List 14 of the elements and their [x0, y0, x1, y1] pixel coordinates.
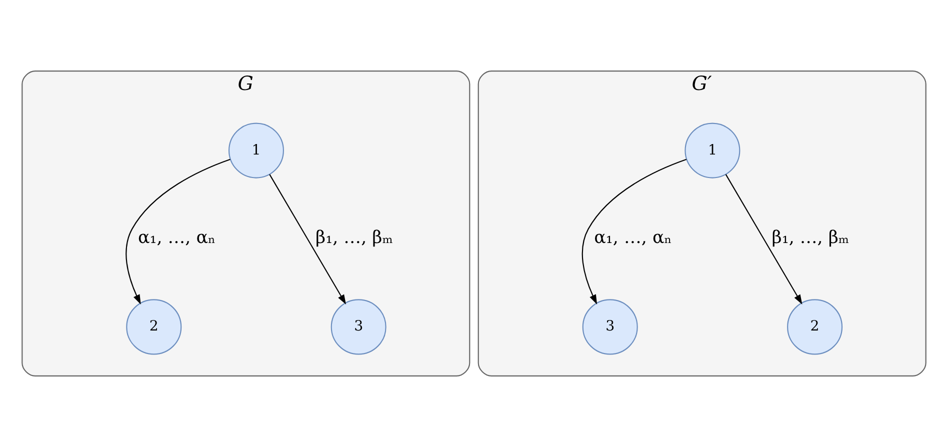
arrow [725, 174, 802, 304]
arrow [269, 174, 346, 304]
node-circle: 1 [228, 122, 284, 178]
arrow [126, 158, 230, 304]
node-circle: 3 [330, 298, 386, 354]
edge-label: α₁, …, αₙ [594, 227, 672, 248]
node-circle: 3 [582, 298, 638, 354]
node-circle: 2 [787, 298, 843, 354]
arrow [582, 158, 687, 304]
edge-label: α₁, …, αₙ [138, 227, 216, 248]
node-circle: 1 [684, 122, 740, 178]
node-circle: 2 [126, 298, 182, 354]
edge-label: β₁, …, βₘ [772, 227, 850, 248]
edge-label: β₁, …, βₘ [316, 227, 393, 248]
